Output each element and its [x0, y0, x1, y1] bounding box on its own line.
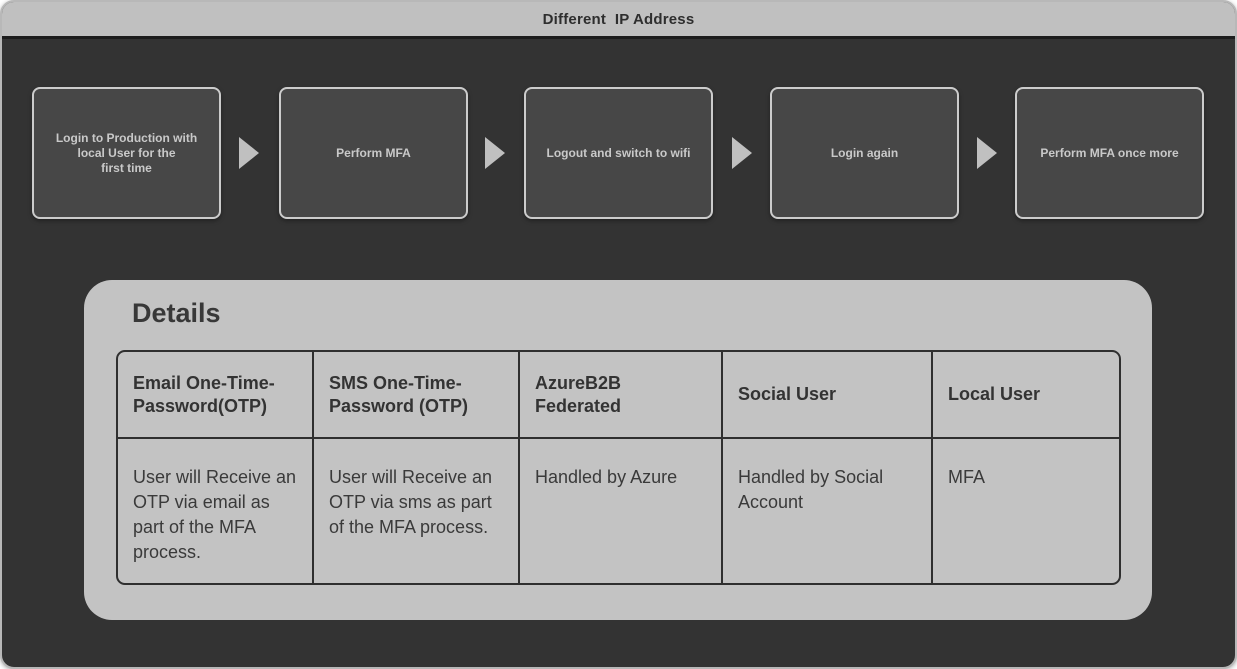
- table-cell-local-user: MFA: [948, 467, 986, 487]
- table-cell-azureb2b: Handled by Azure: [520, 439, 723, 583]
- flow-step-logout-switch-wifi: Logout and switch to wifi: [524, 87, 713, 219]
- flow-step-label: Perform MFA once more: [1040, 145, 1179, 160]
- table-header-local-user: Local User: [933, 352, 1119, 439]
- table-header-social-user: Social User: [723, 352, 933, 439]
- arrow-right-icon: [732, 137, 752, 169]
- flow-step-label: Perform MFA: [336, 145, 411, 160]
- table-header-sms-otp: SMS One-Time-Password (OTP): [314, 352, 520, 439]
- table-header-email-otp: Email One-Time-Password(OTP): [118, 352, 314, 439]
- details-table: Email One-Time-Password(OTP) SMS One-Tim…: [116, 350, 1121, 585]
- flow-step-perform-mfa: Perform MFA: [279, 87, 468, 219]
- details-heading: Details: [132, 298, 221, 328]
- details-panel: Details Email One-Time-Password(OTP) SMS…: [84, 280, 1152, 620]
- flow-step-login-again: Login again: [770, 87, 959, 219]
- title-bar: Different IP Address: [2, 2, 1235, 39]
- diagram-title: Different IP Address: [542, 10, 695, 28]
- flow-step-label: Login to Production with local User for …: [55, 130, 198, 175]
- arrow-right-icon: [977, 137, 997, 169]
- arrow-right-icon: [485, 137, 505, 169]
- arrow-right-icon: [239, 137, 259, 169]
- table-cell-sms-otp: User will Receive an OTP via sms as part…: [314, 439, 520, 583]
- flow-step-label: Logout and switch to wifi: [546, 145, 691, 160]
- flow-step-perform-mfa-once-more: Perform MFA once more: [1015, 87, 1204, 219]
- table-header-azureb2b: AzureB2B Federated: [520, 352, 723, 439]
- flow-step-label: Login again: [830, 145, 899, 160]
- table-cell-social-user: Handled by Social Account: [723, 439, 933, 583]
- table-cell-email-otp: User will Receive an OTP via email as pa…: [118, 439, 314, 583]
- flow-step-login-production: Login to Production with local User for …: [32, 87, 221, 219]
